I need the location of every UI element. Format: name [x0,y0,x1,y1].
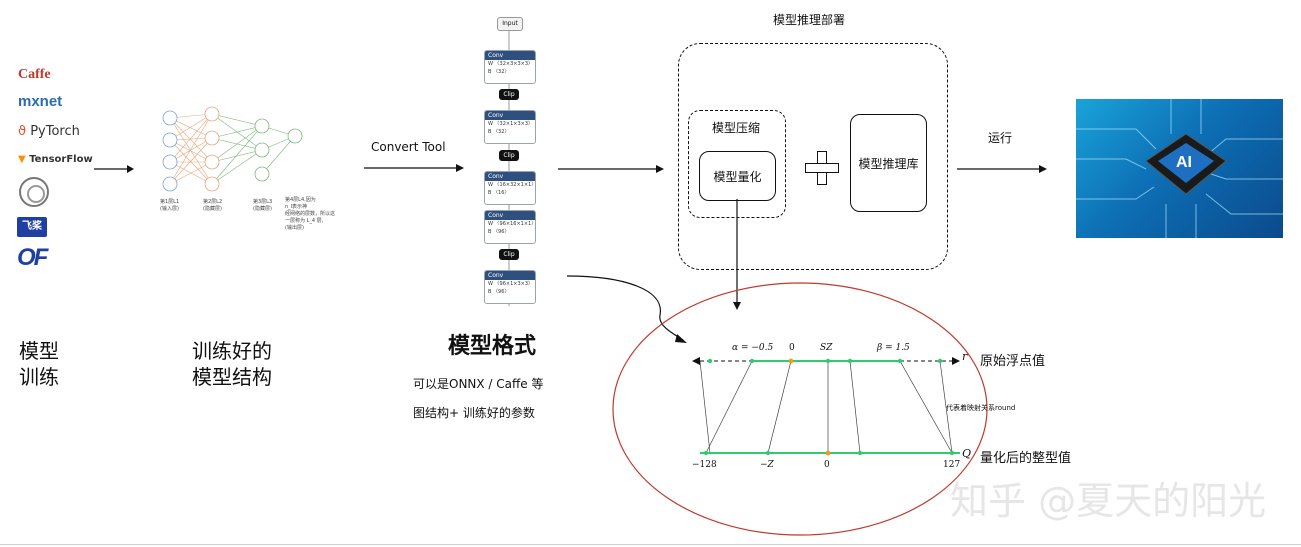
convert-tool-label: Convert Tool [371,140,446,154]
nn-layer2-caption: 第2层L2 (隐藏层) [203,199,223,212]
arrow-format-to-deployment [558,165,664,173]
inference-lib-label: 模型推理库 [858,156,919,171]
pytorch-logo: ϑ PyTorch [18,124,80,139]
graph-conv-layer-5: Conv W 〈96×1×3×3〉 B 〈96〉 [484,270,536,304]
format-desc-line2: 图结构+ 训练好的参数 [413,406,535,420]
graph-conv-layer-2: Conv W 〈32×1×3×3〉 B 〈32〉 [484,110,536,144]
label-trained-structure: 训练好的 模型结构 [192,339,272,389]
tensorflow-label: TensorFlow [29,154,93,165]
graph-clip-1: Clip [499,89,519,100]
nn-layer3-caption: 第3层L3 (隐藏层) [253,199,273,212]
arrow-run [957,165,1047,173]
beta-label: β = 1.5 [877,343,910,353]
deployment-title: 模型推理部署 [773,13,846,27]
watermark: 知乎 @夏天的阳光 [950,479,1267,523]
float-value-label: 原始浮点值 [980,354,1046,369]
nn-layer4-caption: 第4层L4,因为 n_l表示神 经网络的层数，所以这 一层称为 L_4 层, (… [285,197,336,231]
svg-text:AI: AI [1176,154,1192,171]
mxnet-logo: mxnet [18,93,63,110]
compression-label: 模型压缩 [712,121,761,135]
neural-network-diagram [162,106,303,192]
graph-clip-2: Clip [499,150,519,161]
inference-lib-box: 模型推理库 [850,114,927,212]
tensorflow-icon: ▼ [18,154,26,165]
tensorflow-logo: ▼ TensorFlow [18,154,93,165]
int-value-label: 量化后的整型值 [980,451,1072,466]
mapping-label: 代表着映射关系round [946,404,1016,412]
graph-input-node: Input [497,17,523,31]
graph-conv-layer-4: Conv W 〈96×16×1×1〉 B 〈96〉 [484,210,536,244]
nn-layer1-caption: 第1层L1 (输入层) [160,199,180,212]
graph-conv-layer-3: Conv W 〈16×32×1×1〉 B 〈16〉 [484,171,536,205]
pytorch-flame-icon: ϑ [18,124,27,139]
negz-label: −Z [760,460,774,470]
caffe-logo: Caffe [18,67,51,82]
zero-label: 0 [789,343,795,353]
arrow-format-to-quant [566,275,687,343]
sz-label: SZ [820,343,833,353]
quantization-label: 模型量化 [713,169,762,184]
zero-q-label: 0 [824,460,830,470]
arrow-convert-tool [364,164,464,172]
graph-clip-3: Clip [499,249,519,260]
plus-icon [805,151,839,185]
arrow-quantization-down [733,199,741,310]
pytorch-label: PyTorch [30,124,80,139]
deployment-container [678,43,948,270]
max-label: 127 [943,460,961,470]
quantization-mapping-diagram [692,357,960,456]
label-model-format: 模型格式 [448,334,537,359]
bottom-divider [0,544,1301,545]
format-desc-line1: 可以是ONNX / Caffe 等 [413,377,544,391]
r-label: r [962,350,968,363]
label-model-training: 模型 训练 [19,339,59,389]
oneflow-logo: OF [17,244,48,271]
arrow-frameworks-to-nn [94,165,134,173]
min-label: −128 [692,460,717,470]
run-label: 运行 [988,131,1013,145]
quantization-box: 模型量化 [699,151,776,201]
graph-conv-layer-1: Conv W 〈32×3×3×3〉 B 〈32〉 [484,50,536,84]
paddle-logo: 飞桨 [17,217,47,237]
theano-logo-icon [19,177,49,207]
quantization-ellipse [612,282,988,536]
ai-chip-image: AI [1076,99,1283,238]
alpha-label: α = −0.5 [732,343,774,353]
q-label: Q [962,447,972,460]
